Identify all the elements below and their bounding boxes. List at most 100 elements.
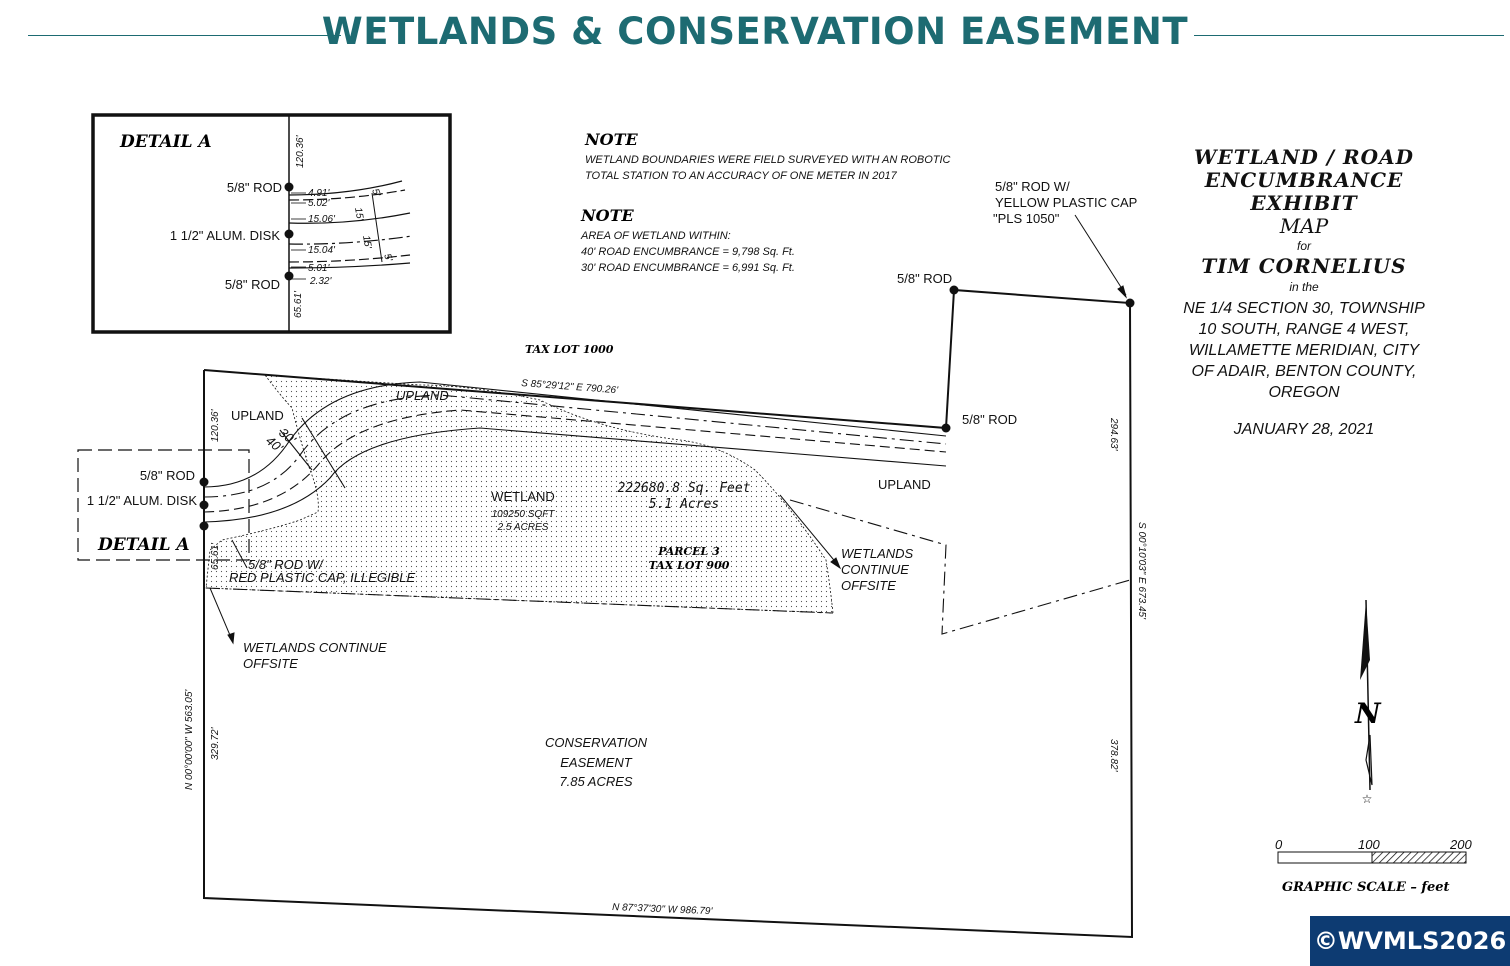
conservation-easement-label: EASEMENT — [560, 755, 633, 770]
rod-marker — [1125, 298, 1135, 308]
detail-dim-bottom: 65.61' — [293, 290, 304, 318]
rod-red-cap-label: 5/8" ROD W/ — [248, 557, 324, 572]
detail-width: 15' — [352, 207, 365, 223]
title-line: EXHIBIT — [1250, 191, 1358, 215]
tax-lot-1000-label: TAX LOT 1000 — [525, 343, 614, 356]
upland-label: UPLAND — [231, 408, 284, 423]
note-line: TOTAL STATION TO AN ACCURACY OF ONE METE… — [585, 170, 898, 182]
copyright-badge: ©WVMLS2026 — [1310, 916, 1510, 966]
disk-marker — [199, 500, 209, 510]
west-dim-bottom: 65.61' — [210, 542, 221, 570]
client-name: TIM CORNELIUS — [1201, 254, 1407, 278]
title-line: WETLAND / ROAD — [1194, 145, 1414, 169]
detail-width: 5' — [381, 252, 394, 264]
rod-label: 5/8" ROD — [897, 271, 952, 286]
wetland-acres: 2.5 ACRES — [497, 522, 549, 533]
wetland-sqft: 109250 SQFT — [492, 509, 556, 520]
note-line: 40' ROAD ENCUMBRANCE = 9,798 Sq. Ft. — [581, 246, 795, 258]
detail-disk-label: 1 1/2" ALUM. DISK — [170, 228, 280, 243]
west-dim-top: 120.36' — [210, 408, 221, 442]
conservation-easement-acres: 7.85 ACRES — [559, 774, 633, 789]
detail-rod-bottom-label: 5/8" ROD — [225, 277, 280, 292]
detail-a-callout-box — [77, 449, 250, 561]
upland-label: UPLAND — [878, 477, 931, 492]
parcel-area-acres: 5.1 Acres — [649, 497, 719, 512]
legal-description: NE 1/4 SECTION 30, TOWNSHIP 10 SOUTH, RA… — [1170, 298, 1438, 403]
parcel-number: PARCEL 3 — [657, 545, 720, 558]
star-icon: ☆ — [1362, 792, 1373, 806]
disk-marker — [284, 229, 294, 239]
detail-a-title: DETAIL A — [119, 132, 212, 152]
title-for: for — [1296, 239, 1311, 253]
header-rule-left — [28, 35, 341, 36]
detail-dim: 2.32' — [309, 276, 332, 287]
wetlands-offsite-label: OFFSITE — [841, 578, 896, 593]
parcel-area-sqft: 222680.8 Sq. Feet — [617, 481, 750, 496]
tax-lot-900-label: TAX LOT 900 — [649, 559, 730, 572]
exhibit-date: JANUARY 28, 2021 — [1233, 421, 1375, 438]
title-line: ENCUMBRANCE — [1204, 168, 1404, 192]
scale-tick: 100 — [1358, 837, 1380, 852]
detail-dim: 5.01' — [308, 263, 330, 274]
title-line: MAP — [1279, 214, 1329, 238]
wetlands-offsite-label: CONTINUE — [841, 562, 909, 577]
wetland-area — [205, 374, 834, 614]
detail-dim: 4.91' — [308, 188, 330, 199]
conservation-easement-label: CONSERVATION — [545, 735, 648, 750]
rod-label: 5/8" ROD — [962, 412, 1017, 427]
south-boundary-bearing: N 87°37'30" W 986.79' — [612, 902, 714, 917]
detail-dim: 15.04' — [308, 245, 336, 256]
rod-yellow-cap-label: YELLOW PLASTIC CAP — [995, 195, 1137, 210]
scale-tick: 0 — [1275, 837, 1283, 852]
rod-marker — [199, 521, 209, 531]
notes: NOTE WETLAND BOUNDARIES WERE FIELD SURVE… — [580, 130, 951, 274]
detail-a-callout-label: DETAIL A — [97, 535, 190, 555]
rod-marker — [949, 285, 959, 295]
detail-a-inset: DETAIL A 5/8" ROD 1 1/2" ALUM. DISK 5/8"… — [91, 113, 452, 334]
north-arrow: N ☆ — [1354, 599, 1382, 806]
north-letter: N — [1354, 697, 1382, 730]
note-line: AREA OF WETLAND WITHIN: — [580, 230, 731, 242]
wetland-label: WETLAND — [491, 489, 555, 504]
rod-marker — [199, 477, 209, 487]
note-line: 30' ROAD ENCUMBRANCE = 6,991 Sq. Ft. — [581, 262, 795, 274]
west-boundary-bearing: N 00°00'00" W 563.05' — [184, 689, 195, 790]
wetlands-offsite-label: WETLANDS CONTINUE — [243, 640, 387, 655]
leader-arrows — [209, 214, 1127, 645]
graphic-scale: 0 100 200 GRAPHIC SCALE – feet — [1275, 837, 1472, 895]
upland-label: UPLAND — [396, 388, 449, 403]
title-in-the: in the — [1289, 280, 1319, 294]
scale-tick: 200 — [1449, 837, 1472, 852]
rod-red-cap-label: RED PLASTIC CAP, ILLEGIBLE — [229, 570, 415, 585]
east-dim-upper: 294.63' — [1108, 417, 1119, 452]
wetlands-offsite-label: WETLANDS — [841, 546, 914, 561]
page-title: WETLANDS & CONSERVATION EASEMENT — [321, 10, 1189, 53]
note-heading: NOTE — [580, 206, 634, 225]
west-dim-lower: 329.72' — [210, 726, 221, 760]
title-block: WETLAND / ROAD ENCUMBRANCE EXHIBIT MAP f… — [1170, 146, 1438, 439]
legal-description-line: 10 SOUTH, RANGE 4 WEST, — [1198, 321, 1410, 338]
note-line: WETLAND BOUNDARIES WERE FIELD SURVEYED W… — [585, 154, 951, 166]
rod-yellow-cap-label: 5/8" ROD W/ — [995, 179, 1070, 194]
legal-description-line: WILLAMETTE MERIDIAN, CITY — [1188, 342, 1420, 359]
rod-marker — [941, 423, 951, 433]
scale-label: GRAPHIC SCALE – feet — [1282, 880, 1450, 895]
detail-dim-top: 120.36' — [295, 134, 306, 168]
detail-width: 15' — [360, 235, 373, 251]
rod-label: 5/8" ROD — [140, 468, 195, 483]
rod-marker — [284, 182, 294, 192]
note-heading: NOTE — [584, 130, 638, 149]
east-dim-lower: 378.82' — [1108, 739, 1119, 773]
map-labels: TAX LOT 1000 S 85°29'12" E 790.26' UPLAN… — [87, 179, 1147, 917]
legal-description-line: OREGON — [1268, 384, 1340, 401]
detail-dim: 15.06' — [308, 214, 336, 225]
rod-yellow-cap-label: "PLS 1050" — [993, 211, 1060, 226]
detail-rod-top-label: 5/8" ROD — [227, 180, 282, 195]
legal-description-line: NE 1/4 SECTION 30, TOWNSHIP — [1183, 300, 1425, 317]
rod-marker — [284, 271, 294, 281]
header-rule-right — [1194, 35, 1504, 36]
disk-label: 1 1/2" ALUM. DISK — [87, 493, 197, 508]
road-easement-lines — [203, 381, 947, 523]
detail-dim: 5.02' — [308, 198, 330, 209]
